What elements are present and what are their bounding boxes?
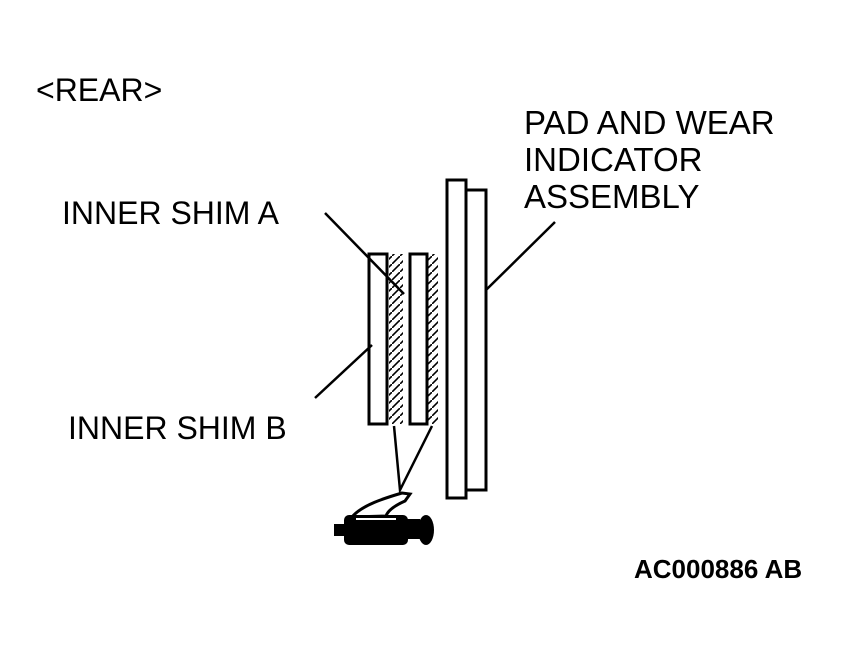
figure-code: AC000886 AB bbox=[634, 554, 803, 584]
view-title: <REAR> bbox=[36, 72, 163, 108]
leader-shim-b bbox=[314, 344, 373, 399]
inner-shim-b bbox=[367, 252, 403, 426]
inner-shim-b-label: INNER SHIM B bbox=[68, 410, 287, 446]
pad-assembly-label-line3: ASSEMBLY bbox=[524, 178, 700, 215]
pad-assembly-label: PAD AND WEAR INDICATOR ASSEMBLY bbox=[524, 104, 775, 215]
inner-shim-a-label: INNER SHIM A bbox=[62, 195, 279, 231]
inner-shim-a bbox=[408, 252, 438, 426]
grease-applicator-icon bbox=[334, 491, 434, 545]
pad-backing-plate bbox=[445, 178, 488, 500]
pad-assembly-label-line2: INDICATOR bbox=[524, 141, 703, 178]
leader-pad-assembly bbox=[485, 221, 556, 291]
leader-shim-a bbox=[324, 212, 405, 295]
pad-assembly-label-line1: PAD AND WEAR bbox=[524, 104, 775, 141]
grease-guide-lines bbox=[392, 425, 434, 495]
